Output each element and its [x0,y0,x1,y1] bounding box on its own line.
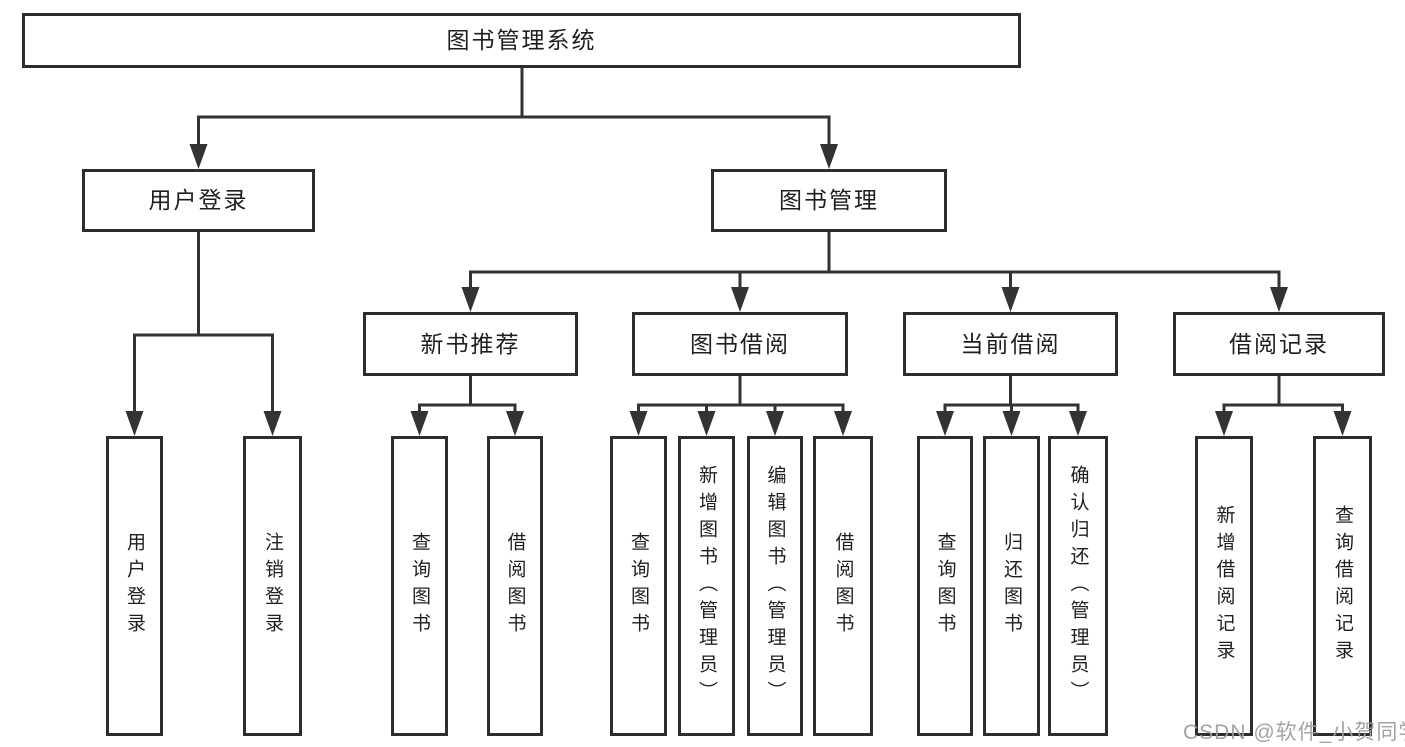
arrowhead [731,287,749,312]
leaf-query-books: 查询图书 [610,436,667,736]
leaf-label: 新增借阅记录 [1213,505,1235,667]
leaf-logout: 注销登录 [243,436,302,736]
leaf-label: 用户登录 [124,532,145,640]
node-current-borrowing: 当前借阅 [903,312,1118,376]
arrowhead [820,144,838,169]
leaf-user-login: 用户登录 [106,436,163,736]
leaf-label: 查询图书 [628,532,649,640]
node-label: 当前借阅 [960,330,1061,357]
leaf-query-books: 查询图书 [917,436,973,736]
node-label: 图书管理系统 [446,27,597,53]
arrowhead [1069,411,1087,436]
arrowhead [1270,287,1288,312]
arrowhead [1001,287,1020,312]
arrowhead [461,287,480,312]
node-label: 用户登录 [148,187,249,213]
leaf-label: 确认归还（管理员） [1067,464,1089,708]
leaf-confirm-return-admin: 确认归还（管理员） [1048,436,1108,736]
node-label: 图书借阅 [690,330,790,357]
node-root-system: 图书管理系统 [22,13,1021,68]
leaf-edit-books-admin: 编辑图书（管理员） [747,436,803,736]
leaf-label: 借阅图书 [504,532,526,640]
leaf-label: 编辑图书（管理员） [764,464,786,708]
arrowhead [834,411,852,436]
arrowhead [410,411,429,436]
arrowhead [263,411,282,436]
node-label: 借阅记录 [1229,330,1329,357]
leaf-label: 借阅图书 [832,532,854,640]
node-borrowing-records: 借阅记录 [1173,312,1385,376]
arrowhead [506,411,524,436]
leaf-borrow-books: 借阅图书 [487,436,543,736]
csdn-watermark: CSDN @软件_小贺同学 [1183,721,1405,744]
arrowhead [1002,411,1021,436]
node-book-management: 图书管理 [711,169,947,232]
leaf-label: 查询图书 [409,532,430,640]
leaf-label: 新增图书（管理员） [696,464,717,708]
leaf-query-books: 查询图书 [391,436,448,736]
arrowhead [936,411,954,436]
arrowhead [125,411,144,436]
node-user-login: 用户登录 [82,169,315,232]
arrowhead [697,411,716,436]
leaf-borrow-books: 借阅图书 [813,436,873,736]
leaf-query-borrow-record: 查询借阅记录 [1313,436,1372,736]
leaf-add-borrow-record: 新增借阅记录 [1195,436,1253,736]
arrowhead [766,411,784,436]
node-label: 新书推荐 [420,330,521,357]
arrowhead [1333,411,1352,436]
leaf-label: 查询借阅记录 [1332,505,1353,667]
leaf-return-books: 归还图书 [983,436,1040,736]
leaf-label: 查询图书 [934,532,956,640]
node-book-borrowing: 图书借阅 [632,312,848,376]
arrowhead [629,411,648,436]
arrowhead [189,144,208,169]
node-new-book-recommend: 新书推荐 [363,312,578,376]
arrowhead [1215,411,1233,436]
leaf-label: 归还图书 [1001,532,1022,640]
leaf-label: 注销登录 [262,532,283,640]
node-label: 图书管理 [779,187,879,213]
leaf-add-books-admin: 新增图书（管理员） [678,436,735,736]
